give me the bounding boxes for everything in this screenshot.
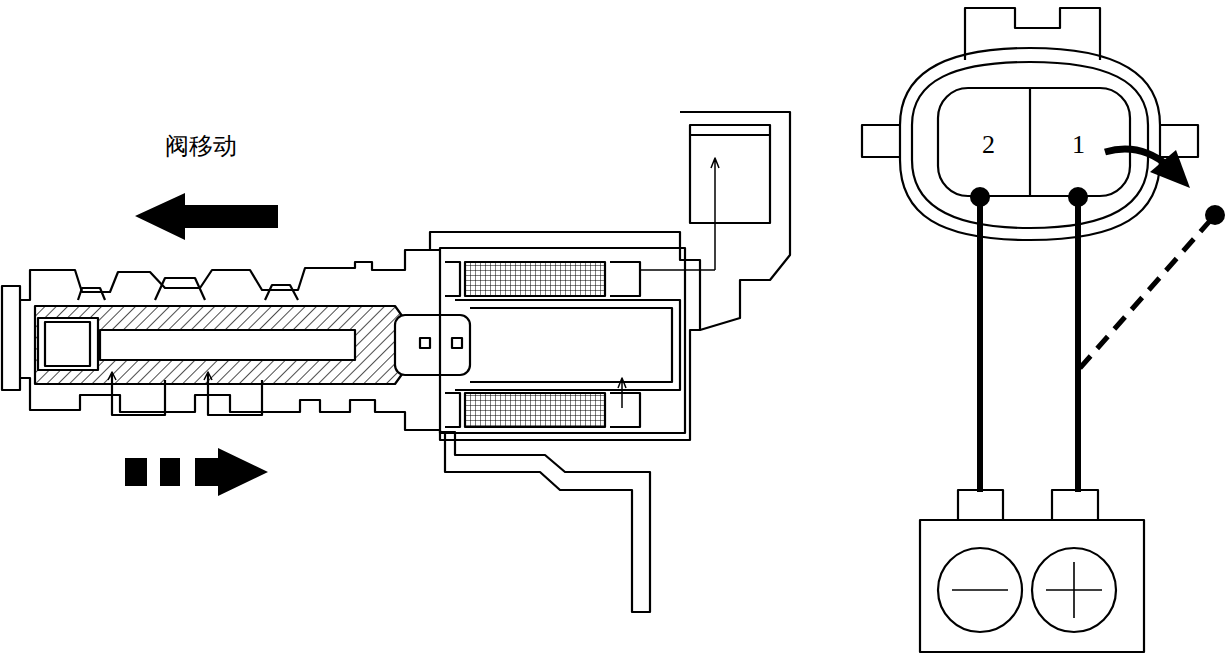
move-arrow: [135, 193, 278, 240]
pin-number: 2: [982, 132, 995, 158]
pin-number: 1: [1072, 132, 1085, 158]
motion-label: 阀移动: [165, 134, 237, 158]
